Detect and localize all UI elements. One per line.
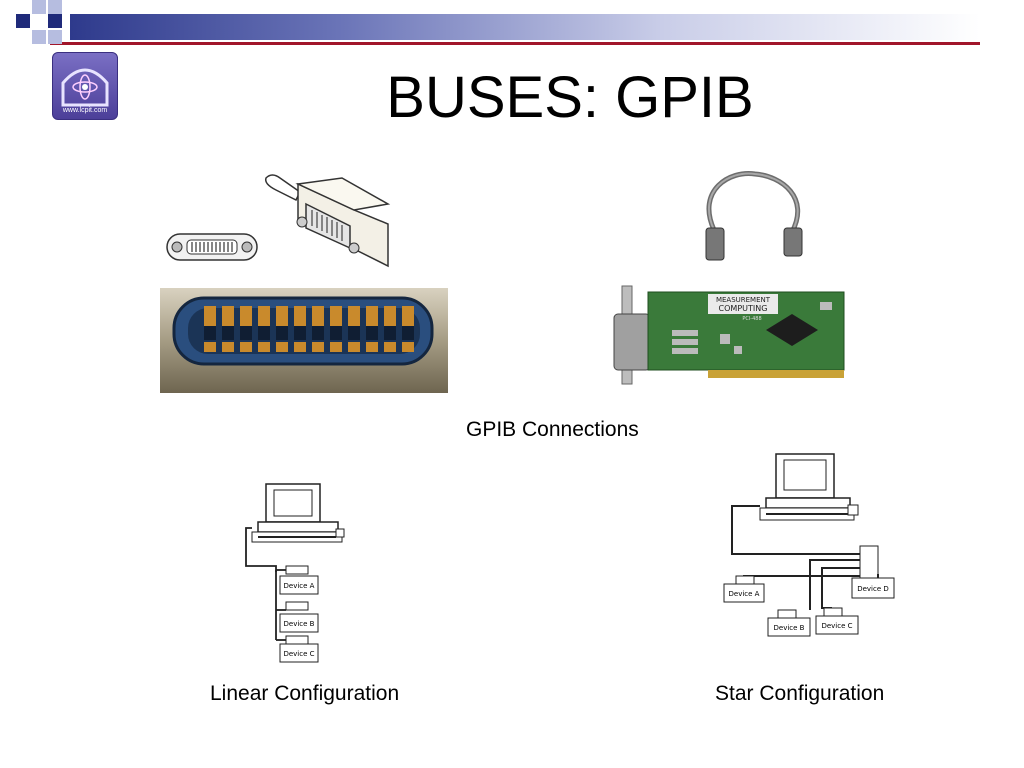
star-device-d-label: Device D — [857, 585, 889, 593]
gpib-connector-photo — [160, 288, 448, 393]
header-square-5 — [48, 30, 62, 44]
gpib-cable-photo — [705, 171, 803, 261]
star-device-a-label: Device A — [729, 590, 760, 598]
header-square-4 — [32, 30, 46, 44]
header-gradient-bar — [70, 14, 980, 40]
card-brand-top: MEASUREMENT — [716, 296, 771, 304]
card-brand-bottom: COMPUTING — [719, 304, 768, 313]
linear-configuration-diagram: Device A Device B Device C — [245, 483, 345, 663]
caption-gpib-connections: GPIB Connections — [466, 418, 639, 441]
header-square-2 — [32, 0, 46, 14]
header-divider-line — [50, 42, 980, 45]
gpib-connector-drawing — [166, 233, 258, 261]
logo: www.lcpit.com — [52, 52, 118, 120]
card-model: PCI-488 — [742, 316, 761, 322]
linear-device-c-label: Device C — [283, 650, 314, 658]
gpib-pci-card-photo: MEASUREMENT COMPUTING PCI-488 — [612, 284, 847, 386]
linear-device-b-label: Device B — [284, 620, 315, 628]
header-square-6 — [48, 14, 62, 28]
header-square-1 — [16, 14, 30, 28]
linear-device-a-label: Device A — [284, 582, 315, 590]
gpib-cable-plug-drawing — [264, 174, 391, 268]
star-configuration-diagram: Device A Device B Device C Device D — [723, 453, 895, 637]
star-device-c-label: Device C — [821, 622, 852, 630]
caption-star-configuration: Star Configuration — [715, 682, 885, 705]
header-square-3 — [48, 0, 62, 14]
slide-title: BUSES: GPIB — [386, 65, 754, 130]
logo-caption: www.lcpit.com — [62, 107, 108, 114]
caption-linear-configuration: Linear Configuration — [210, 682, 400, 705]
star-device-b-label: Device B — [774, 624, 805, 632]
